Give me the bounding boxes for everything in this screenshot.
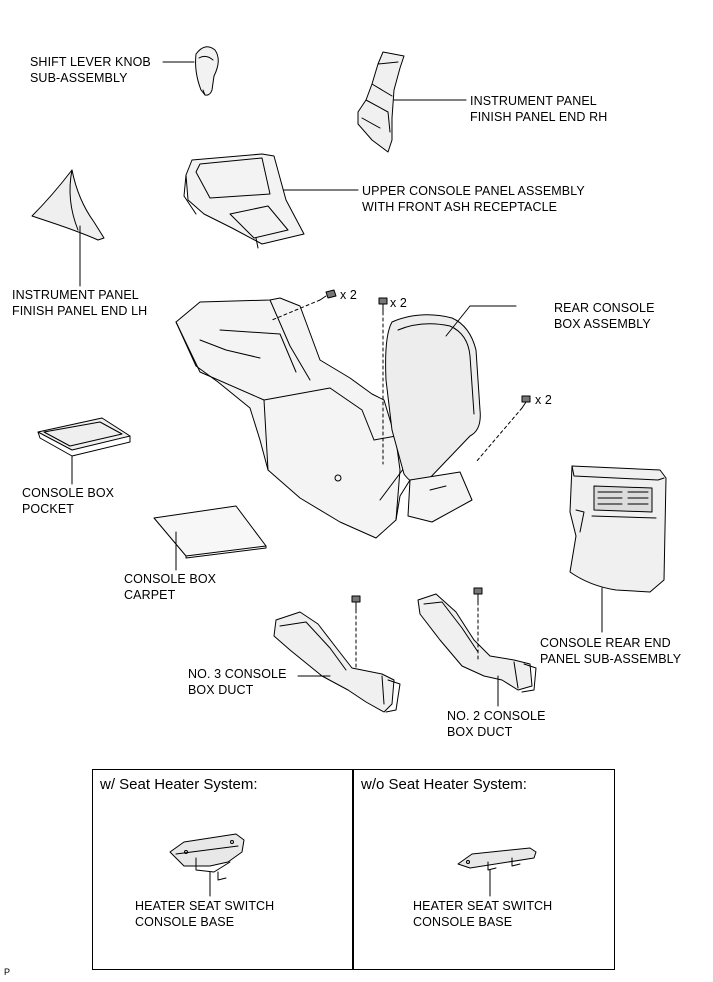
bolt-upper-left bbox=[319, 289, 337, 301]
label-line: NO. 3 CONSOLE bbox=[188, 667, 287, 681]
variant-heading-without-heater: w/o Seat Heater System: bbox=[361, 776, 527, 793]
no3-duct-screw bbox=[351, 595, 361, 611]
bolt-count-right: x 2 bbox=[535, 393, 552, 407]
bolt-count-upper-right: x 2 bbox=[390, 296, 407, 310]
label-rear-console-box: REAR CONSOLE BOX ASSEMBLY bbox=[554, 300, 655, 332]
label-no2-console-box-duct: NO. 2 CONSOLE BOX DUCT bbox=[447, 708, 546, 740]
label-line: BOX DUCT bbox=[188, 683, 254, 697]
bolt-count-upper-left: x 2 bbox=[340, 288, 357, 302]
label-line: FINISH PANEL END LH bbox=[12, 304, 148, 318]
label-no3-console-box-duct: NO. 3 CONSOLE BOX DUCT bbox=[188, 666, 287, 698]
variant-heading-with-heater: w/ Seat Heater System: bbox=[100, 776, 258, 793]
console-rear-end-panel-drawing bbox=[569, 465, 667, 593]
label-line: CONSOLE BOX bbox=[124, 572, 217, 586]
label-line: BOX DUCT bbox=[447, 725, 513, 739]
label-line: CARPET bbox=[124, 588, 176, 602]
label-line: SHIFT LEVER KNOB bbox=[30, 55, 151, 69]
upper-console-panel-drawing bbox=[183, 153, 305, 249]
label-line: WITH FRONT ASH RECEPTACLE bbox=[362, 200, 558, 214]
variant-box-without-heater bbox=[352, 769, 615, 970]
label-line: SUB-ASSEMBLY bbox=[30, 71, 128, 85]
label-line: CONSOLE BASE bbox=[413, 915, 513, 929]
variant-box-with-heater bbox=[92, 769, 354, 970]
label-line: HEATER SEAT SWITCH bbox=[135, 899, 275, 913]
label-line: FINISH PANEL END RH bbox=[470, 110, 608, 124]
leader-rear-console-b bbox=[445, 305, 471, 337]
label-line: BOX ASSEMBLY bbox=[554, 317, 651, 331]
console-box-pocket-drawing bbox=[37, 417, 131, 457]
label-upper-console-panel: UPPER CONSOLE PANEL ASSEMBLY WITH FRONT … bbox=[362, 183, 585, 215]
label-line: CONSOLE REAR END bbox=[540, 636, 671, 650]
label-line: UPPER CONSOLE PANEL ASSEMBLY bbox=[362, 184, 585, 198]
label-line: INSTRUMENT PANEL bbox=[470, 94, 597, 108]
dash-bolt-right bbox=[475, 407, 523, 463]
label-console-box-pocket: CONSOLE BOX POCKET bbox=[22, 485, 114, 517]
label-line: CONSOLE BOX bbox=[22, 486, 115, 500]
label-line: HEATER SEAT SWITCH bbox=[413, 899, 553, 913]
dash-bolt-upper-left bbox=[271, 299, 321, 321]
heater-switch-base-without-drawing bbox=[457, 847, 537, 871]
label-console-box-carpet: CONSOLE BOX CARPET bbox=[124, 571, 216, 603]
no2-duct-screw bbox=[473, 587, 483, 603]
label-ip-finish-panel-lh: INSTRUMENT PANEL FINISH PANEL END LH bbox=[12, 287, 147, 319]
bolt-upper-right bbox=[378, 297, 388, 313]
no3-duct-drawing bbox=[273, 611, 401, 713]
rear-console-box-drawing bbox=[385, 314, 481, 523]
label-heater-switch-base-with: HEATER SEAT SWITCH CONSOLE BASE bbox=[135, 898, 274, 930]
label-ip-finish-panel-rh: INSTRUMENT PANEL FINISH PANEL END RH bbox=[470, 93, 607, 125]
console-box-body-drawing bbox=[175, 297, 411, 539]
ip-finish-panel-lh-drawing bbox=[31, 169, 105, 241]
label-line: REAR CONSOLE bbox=[554, 301, 655, 315]
label-shift-lever-knob: SHIFT LEVER KNOB SUB-ASSEMBLY bbox=[30, 54, 151, 86]
shift-lever-knob-drawing bbox=[195, 46, 219, 96]
label-console-rear-end-panel: CONSOLE REAR END PANEL SUB-ASSEMBLY bbox=[540, 635, 681, 667]
heater-switch-base-with-drawing bbox=[169, 833, 245, 881]
corner-code: P bbox=[4, 967, 11, 977]
ip-finish-panel-rh-drawing bbox=[357, 51, 405, 153]
bolt-right bbox=[521, 395, 531, 409]
console-box-carpet-drawing bbox=[153, 505, 267, 559]
label-line: CONSOLE BASE bbox=[135, 915, 235, 929]
no2-duct-drawing bbox=[417, 593, 537, 693]
label-line: POCKET bbox=[22, 502, 74, 516]
label-line: NO. 2 CONSOLE bbox=[447, 709, 546, 723]
label-heater-switch-base-without: HEATER SEAT SWITCH CONSOLE BASE bbox=[413, 898, 552, 930]
label-line: INSTRUMENT PANEL bbox=[12, 288, 139, 302]
label-line: PANEL SUB-ASSEMBLY bbox=[540, 652, 682, 666]
